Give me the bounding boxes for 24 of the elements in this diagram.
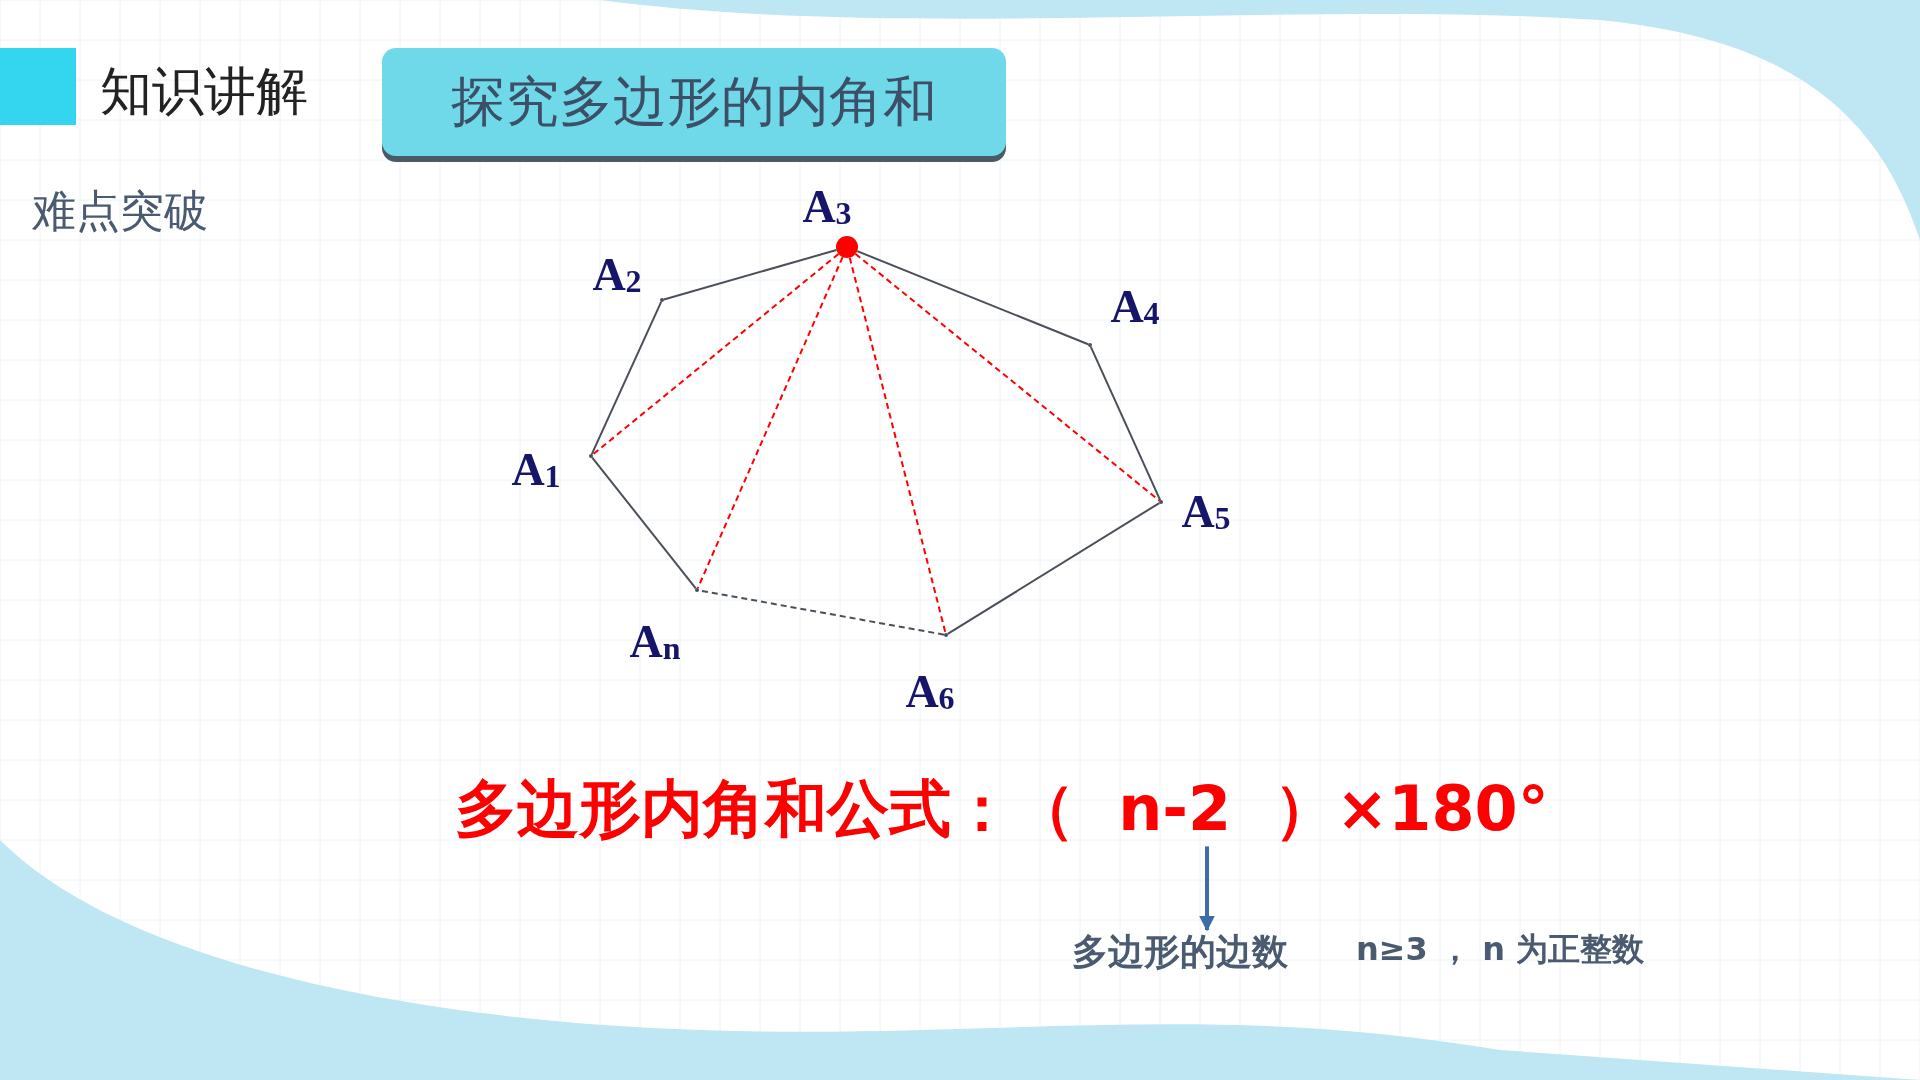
diagonal-line	[696, 256, 844, 590]
diagonal-line	[848, 256, 947, 635]
subheading: 难点突破	[32, 185, 208, 238]
vertex-point	[660, 298, 664, 302]
vertex-point	[589, 454, 593, 458]
polygon-side	[856, 250, 1090, 346]
polygon-side	[1089, 345, 1162, 502]
polygon-side	[662, 249, 838, 301]
polygon-side	[590, 300, 663, 456]
condition-note: n≥3 ， n 为正整数	[1356, 930, 1645, 969]
polygon-side	[591, 456, 697, 590]
polygon-side	[946, 502, 1161, 635]
section-marker	[0, 48, 76, 125]
vertex-point	[1159, 500, 1163, 504]
section-heading: 知识讲解	[100, 60, 308, 123]
diagonal-line	[854, 252, 1161, 502]
formula-text: 多边形内角和公式：（ n-2 ）×180°	[455, 772, 1549, 847]
vertex-point	[944, 633, 948, 637]
vertex-point	[695, 588, 699, 592]
vertex-point	[1088, 343, 1092, 347]
explanation-text: 多边形的边数	[1072, 930, 1288, 974]
vertex-dot	[836, 236, 858, 258]
arrow	[1199, 846, 1215, 932]
diagonal-line	[591, 252, 840, 456]
